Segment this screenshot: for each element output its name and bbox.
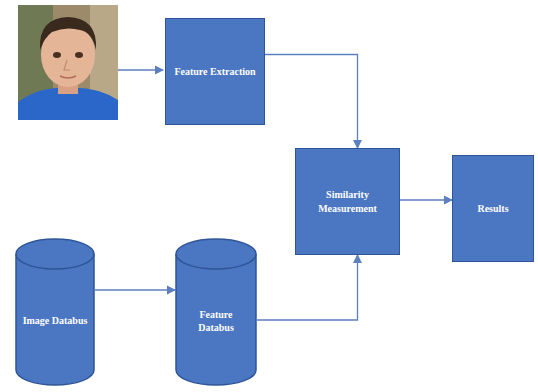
database-cylinder: Feature Databus	[175, 238, 257, 386]
node-label: Feature Extraction	[174, 65, 255, 79]
node-label: Image Databus	[23, 314, 88, 328]
process-box: Similarity Measurement	[295, 148, 400, 255]
flow-arrow	[400, 199, 452, 200]
cylinder-outline	[15, 238, 95, 386]
flow-arrow	[265, 55, 358, 149]
database-cylinder: Image Databus	[15, 238, 95, 386]
input-arrow	[118, 69, 163, 70]
flow-arrow	[257, 255, 358, 320]
process-box: Feature Extraction	[165, 18, 265, 125]
node-label: Results	[477, 202, 508, 216]
process-box: Results	[452, 155, 534, 262]
flow-arrow	[95, 289, 175, 290]
node-label: Similarity Measurement	[302, 188, 393, 215]
node-label: Feature Databus	[181, 308, 251, 335]
